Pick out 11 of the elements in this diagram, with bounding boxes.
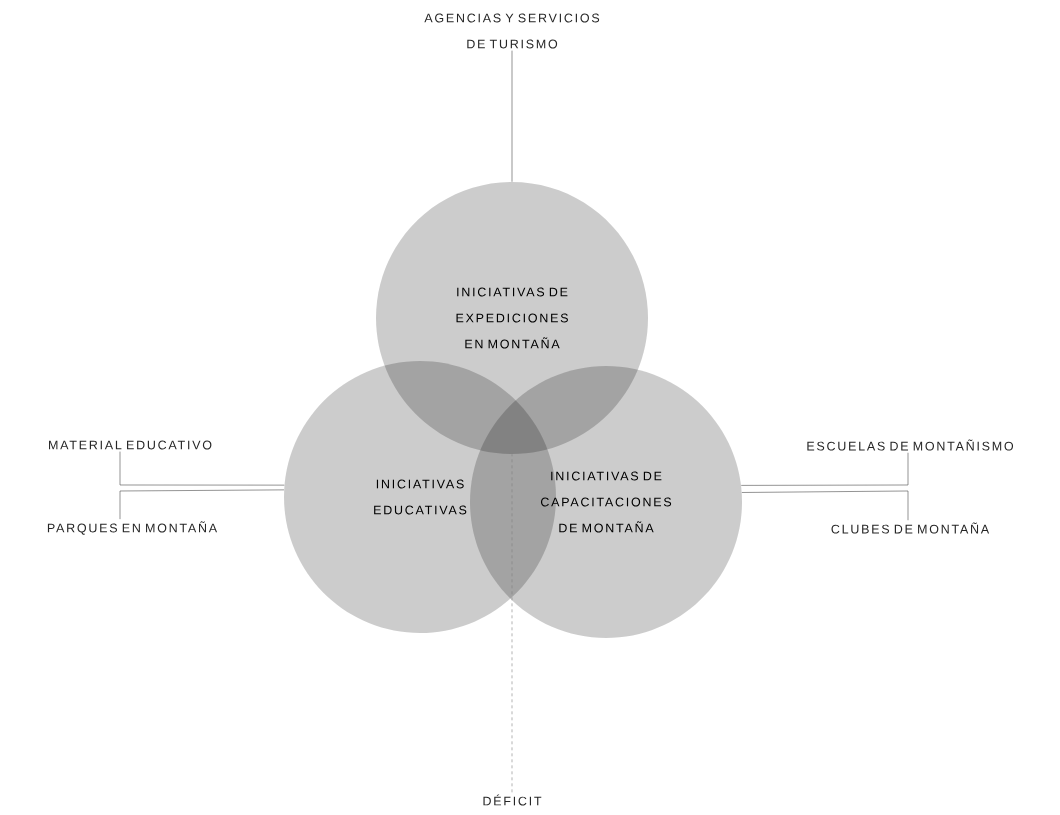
connector-line [511, 50, 513, 183]
connector-line [740, 452, 909, 486]
label-text: DÉFICIT [483, 794, 542, 806]
label-text: CLUBES DE MONTAÑA [831, 522, 990, 534]
connector-line [119, 451, 285, 486]
label-text: ESCUELAS DE MONTAÑISMO [807, 439, 1014, 451]
label-text: AGENCIAS Y SERVICIOS DE TURISMO [424, 13, 600, 49]
label-text: PARQUES EN MONTAÑA [47, 521, 218, 535]
connector-line [741, 490, 909, 521]
label-text: MATERIAL EDUCATIVO [49, 440, 212, 450]
connector-line [119, 489, 285, 520]
